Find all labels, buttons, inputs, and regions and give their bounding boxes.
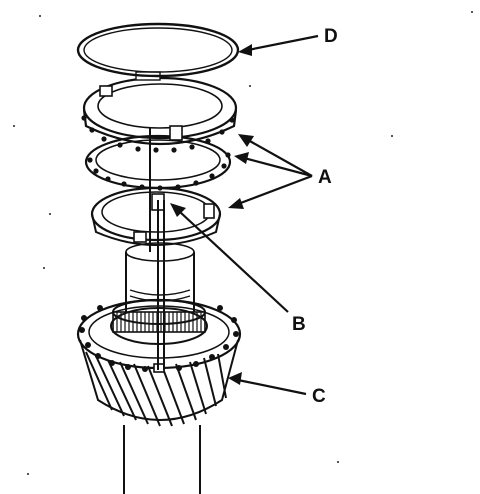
alignment-lines [149,128,165,370]
callout-label-b: B [292,314,306,335]
helical-gear-teeth [85,351,227,427]
lower-synchro-ring [90,186,222,246]
callout-label-d: D [324,26,338,47]
scan-speckles [13,11,473,475]
callout-label-c: C [312,386,326,407]
callout-leaders [170,34,319,396]
middle-synchro-ring [84,134,232,191]
callout-label-a: A [318,167,332,188]
flange-teeth [79,305,239,372]
snap-ring [76,22,240,78]
